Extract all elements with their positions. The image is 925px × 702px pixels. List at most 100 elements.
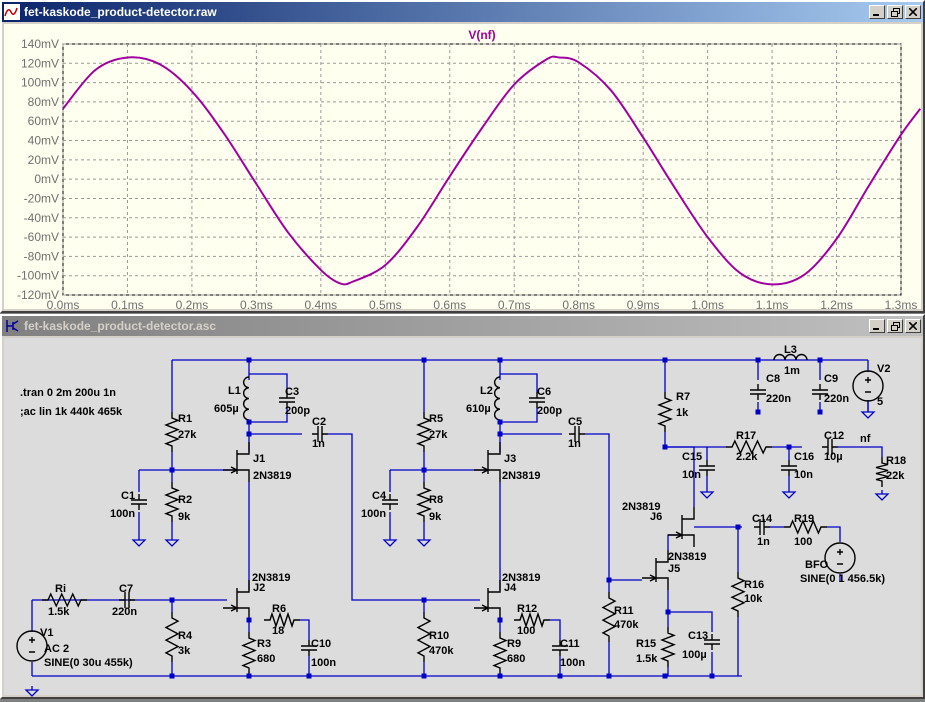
x-tick-label: 0.9ms — [627, 298, 660, 309]
label-c8: C8 — [766, 373, 780, 385]
restore-icon — [890, 7, 900, 17]
resistor-icon — [492, 632, 508, 674]
sim-directive-ac: ;ac lin 1k 440k 465k — [20, 406, 123, 418]
x-tick-label: 0.2ms — [176, 298, 209, 309]
label-r10v: 470k — [429, 645, 454, 657]
junction-dot — [606, 673, 612, 679]
waveform-plot[interactable]: V(nf) 140mV120mV100mV80mV60mV40mV20mV0mV… — [4, 24, 922, 312]
voltage-source-icon — [852, 370, 884, 402]
label-r15v: 1.5k — [636, 653, 658, 665]
label-c1: C1 — [121, 490, 135, 502]
resistor-icon — [241, 632, 257, 674]
y-tick-label: -80mV — [24, 249, 59, 263]
capacitor-icon — [704, 634, 720, 650]
y-tick-label: -100mV — [17, 269, 59, 283]
x-tick-label: 1.2ms — [820, 298, 853, 309]
label-r10: R10 — [429, 630, 449, 642]
resistor-icon — [164, 412, 180, 452]
x-tick-label: 0.3ms — [240, 298, 273, 309]
schematic-pane[interactable]: .tran 0 2m 200u 1n ;ac lin 1k 440k 465k L1… — [4, 338, 921, 697]
inductor-icon — [494, 376, 501, 421]
capacitor-icon — [812, 384, 828, 400]
junction-dot — [497, 419, 503, 425]
label-c12v: 10µ — [824, 451, 843, 463]
label-j4: J4 — [504, 582, 517, 594]
capacitor-icon — [754, 519, 770, 535]
jfet-icon — [474, 580, 501, 620]
ground-icon — [382, 536, 398, 547]
x-tick-label: 1.3ms — [885, 298, 918, 309]
schematic-titlebar[interactable]: fet-kaskode_product-detector.asc — [2, 316, 923, 336]
capacitor-icon — [279, 392, 295, 408]
resistor-icon — [416, 412, 432, 452]
label-j1: J1 — [253, 453, 265, 465]
label-c9v: 220n — [824, 393, 849, 405]
label-r18: R18 — [886, 455, 906, 467]
label-r18v: 22k — [886, 470, 905, 482]
restore-icon — [890, 321, 900, 331]
restore-button[interactable] — [887, 5, 903, 19]
minimize-button[interactable] — [869, 319, 885, 333]
x-tick-label: 1.1ms — [756, 298, 789, 309]
junction-dot — [169, 597, 175, 603]
capacitor-icon — [750, 384, 766, 400]
component-labels: .tran 0 2m 200u 1n ;ac lin 1k 440k 465k L1… — [20, 344, 906, 669]
junction-dot — [557, 673, 563, 679]
schematic-icon — [6, 320, 19, 332]
resistor-icon — [164, 612, 180, 662]
close-button[interactable] — [905, 5, 921, 19]
label-j6: J6 — [650, 511, 662, 523]
label-c2v: 1n — [312, 438, 325, 450]
label-c11: C11 — [560, 638, 580, 650]
schematic-window: fet-kaskode_product-detector.asc .tran 0… — [0, 314, 925, 699]
label-r6v: 18 — [272, 625, 284, 637]
label-r2v: 9k — [178, 511, 191, 523]
label-r15: R15 — [636, 638, 656, 650]
junction-dot — [246, 431, 252, 437]
sim-directive-tran: .tran 0 2m 200u 1n — [20, 387, 116, 399]
label-c9: C9 — [824, 373, 838, 385]
junction-dot — [817, 357, 823, 363]
label-r19v: 100 — [794, 536, 812, 548]
label-r4: R4 — [178, 630, 193, 642]
restore-button[interactable] — [887, 319, 903, 333]
label-r6: R6 — [272, 603, 286, 615]
ground-icon — [24, 686, 40, 697]
junction-dot — [817, 409, 823, 415]
junction-dot — [246, 357, 252, 363]
resistor-icon — [601, 592, 617, 642]
junction-dot — [755, 357, 761, 363]
junction-dot — [421, 673, 427, 679]
minimize-icon — [873, 328, 879, 330]
waveform-titlebar[interactable]: fet-kaskode_product-detector.raw — [2, 2, 923, 22]
label-nf: nf — [860, 433, 871, 445]
plot-frame — [62, 43, 902, 296]
junction-dot — [662, 357, 668, 363]
close-button[interactable] — [905, 319, 921, 333]
junction-dot — [421, 357, 427, 363]
label-v2v: 5 — [877, 396, 883, 408]
y-tick-label: 120mV — [21, 56, 59, 70]
label-j3m: 2N3819 — [502, 470, 541, 482]
junction-dot — [421, 597, 427, 603]
y-tick-label: 20mV — [28, 153, 59, 167]
label-r9: R9 — [507, 638, 521, 650]
schematic-canvas[interactable]: .tran 0 2m 200u 1n ;ac lin 1k 440k 465k L1… — [4, 338, 921, 697]
series-line-v-nf — [62, 55, 922, 286]
minimize-button[interactable] — [869, 5, 885, 19]
label-l3: L3 — [784, 344, 797, 356]
resistor-icon — [416, 482, 432, 522]
ground-icon — [416, 536, 432, 547]
x-tick-label: 0.7ms — [498, 298, 531, 309]
resistor-icon — [657, 392, 673, 432]
schematic-window-title: fet-kaskode_product-detector.asc — [24, 319, 217, 333]
label-c3: C3 — [285, 386, 299, 398]
label-l1: L1 — [228, 385, 241, 397]
junction-dot — [497, 617, 503, 623]
label-r16: R16 — [744, 579, 764, 591]
y-tick-label: -120mV — [17, 288, 59, 302]
jfet-icon — [668, 507, 695, 547]
label-l3v: 1m — [784, 365, 800, 377]
y-tick-label: 60mV — [28, 114, 59, 128]
